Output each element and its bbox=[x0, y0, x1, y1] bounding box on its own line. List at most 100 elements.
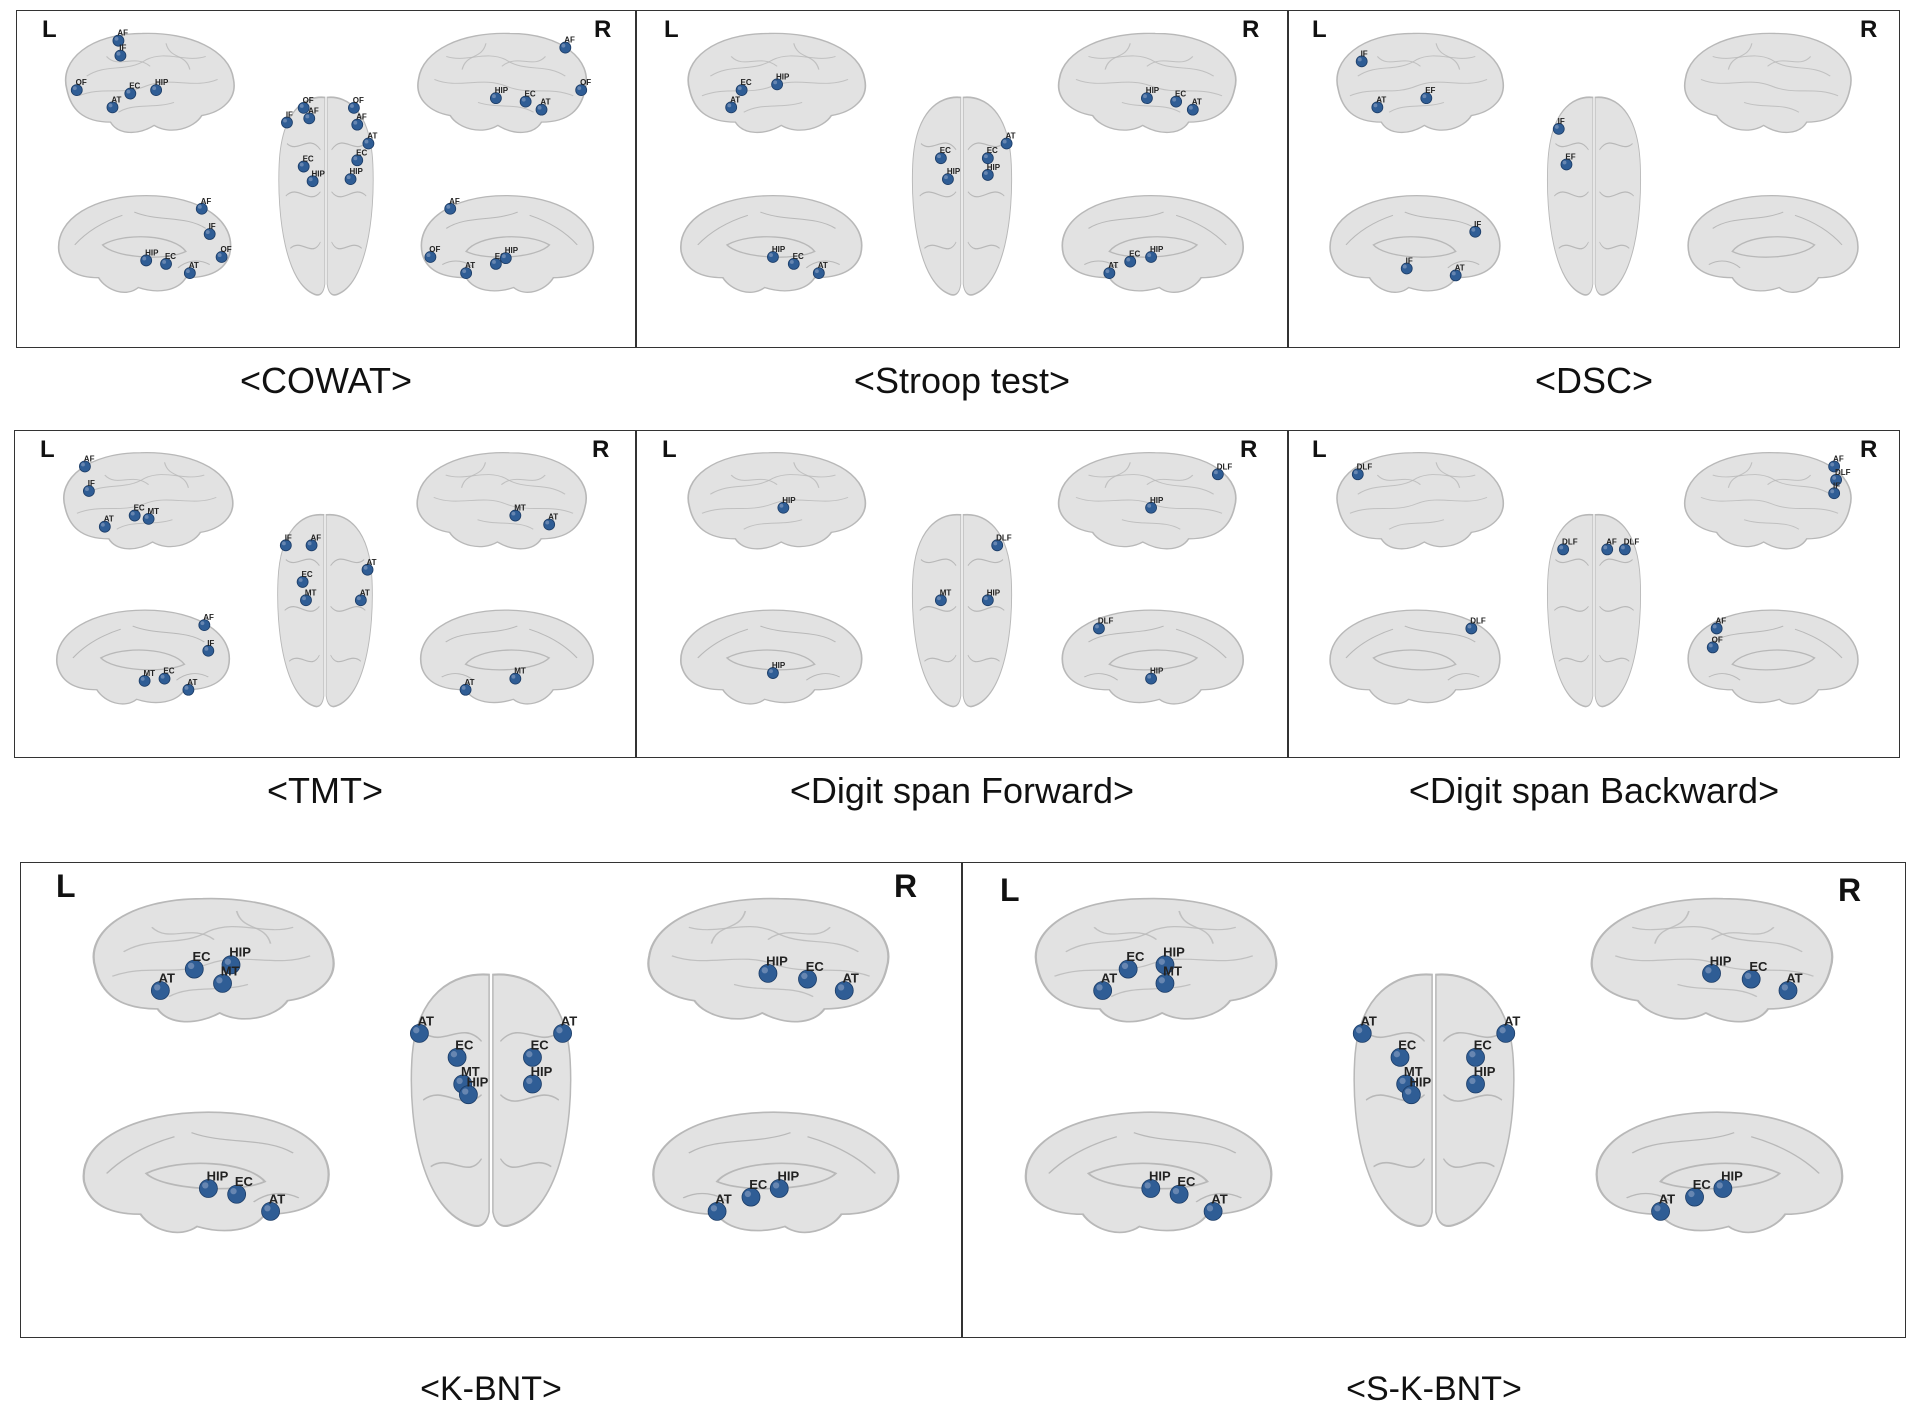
brain-node: AT bbox=[1651, 1191, 1675, 1221]
brain-node: OF bbox=[215, 245, 232, 263]
brain-node: AT bbox=[812, 261, 828, 279]
brain-views bbox=[680, 452, 1244, 708]
right-hemisphere-label: R bbox=[1860, 16, 1878, 43]
brain-outline bbox=[1057, 452, 1237, 550]
brain-outline bbox=[419, 609, 594, 705]
top-view bbox=[278, 96, 374, 296]
brain-node: AT bbox=[1103, 261, 1118, 279]
lateral-right-view bbox=[1590, 897, 1834, 1023]
brain-node: IF bbox=[202, 639, 214, 657]
node-label: AT bbox=[360, 588, 370, 597]
node-label: AT bbox=[540, 98, 550, 107]
node-label: AT bbox=[1005, 132, 1015, 141]
brain-node: MT bbox=[300, 588, 317, 607]
node-label: MT bbox=[1404, 1064, 1423, 1079]
node-label: EC bbox=[1474, 1037, 1493, 1052]
lateral-right-view bbox=[1683, 452, 1852, 550]
node-label: EC bbox=[192, 949, 211, 964]
brain-node: DLF bbox=[1557, 537, 1578, 556]
brain-node: IF bbox=[279, 533, 292, 552]
top-view bbox=[1353, 973, 1515, 1227]
brain-node: AT bbox=[98, 515, 114, 533]
node-label: EC bbox=[525, 90, 536, 99]
node-label: HIP bbox=[312, 169, 326, 178]
node-label: MT bbox=[514, 667, 526, 676]
node-label: AT bbox=[1786, 970, 1802, 985]
node-label: AT bbox=[1504, 1013, 1520, 1028]
brain-node: AT bbox=[1186, 98, 1202, 116]
brain-node: DLF bbox=[1211, 462, 1232, 481]
node-label: HIP bbox=[776, 72, 790, 81]
brain-outline bbox=[1687, 609, 1859, 705]
brain-node: EC bbox=[160, 252, 176, 270]
node-label: HIP bbox=[495, 86, 509, 95]
node-label: EC bbox=[302, 570, 313, 579]
brain-outline bbox=[1034, 897, 1278, 1023]
node-label: AT bbox=[842, 970, 858, 985]
node-label: OF bbox=[303, 96, 314, 105]
top-view bbox=[410, 973, 572, 1227]
node-label: EC bbox=[793, 252, 804, 261]
brain-node: EC bbox=[128, 504, 145, 522]
brain-node: EC bbox=[735, 78, 752, 97]
brain-node: HIP bbox=[777, 496, 796, 514]
caption-skbnt: <S-K-BNT> bbox=[1346, 1370, 1522, 1408]
brain-views bbox=[56, 452, 594, 708]
brain-node: OF bbox=[1706, 635, 1723, 654]
node-label: AF bbox=[310, 533, 321, 542]
node-label: AT bbox=[465, 261, 475, 270]
node-label: EC bbox=[741, 78, 752, 87]
node-label: HIP bbox=[1146, 86, 1160, 95]
right-hemisphere-label: R bbox=[1860, 436, 1878, 463]
node-label: AF bbox=[201, 197, 212, 206]
brain-node: HIP bbox=[758, 953, 788, 983]
brain-node: AF bbox=[1828, 455, 1844, 473]
node-label: EC bbox=[165, 252, 176, 261]
brain-node: HIP bbox=[344, 167, 363, 186]
node-label: AF bbox=[356, 113, 367, 122]
brain-node: DLF bbox=[1351, 462, 1372, 481]
node-label: EC bbox=[303, 155, 314, 164]
brain-node: MT bbox=[1155, 963, 1182, 993]
node-label: EC bbox=[1126, 949, 1145, 964]
node-label: AT bbox=[818, 261, 828, 270]
brain-node: HIP bbox=[1141, 86, 1160, 105]
brain-node: EC bbox=[351, 148, 367, 167]
node-label: MT bbox=[514, 504, 526, 513]
brain-node: AT bbox=[1496, 1013, 1520, 1043]
medial-right-view bbox=[1687, 194, 1859, 293]
brain-node: AT bbox=[1093, 970, 1117, 1000]
brain-views bbox=[680, 32, 1244, 296]
brain-node: EF bbox=[1420, 86, 1436, 105]
node-label: AT bbox=[1211, 1191, 1227, 1206]
node-label: HIP bbox=[145, 249, 159, 258]
brain-node: HIP bbox=[198, 1168, 229, 1198]
brain-node: MT bbox=[138, 669, 155, 687]
right-hemisphere-label: R bbox=[1242, 16, 1260, 43]
caption-cowat: <COWAT> bbox=[239, 360, 413, 401]
brain-node: HIP bbox=[767, 245, 786, 263]
brain-outline bbox=[687, 452, 867, 550]
brain-node: IF bbox=[1828, 481, 1840, 500]
node-label: EC bbox=[129, 82, 140, 91]
brain-node: EC bbox=[1170, 90, 1186, 108]
brain-node: AT bbox=[1371, 95, 1386, 114]
brain-node: DLF bbox=[1830, 468, 1851, 486]
node-label: HIP bbox=[1163, 945, 1185, 960]
brain-node: DLF bbox=[991, 533, 1012, 552]
brain-node: EC bbox=[1466, 1037, 1493, 1067]
medial-left-view bbox=[56, 609, 231, 705]
node-label: DLF bbox=[1624, 537, 1640, 546]
node-label: IF bbox=[209, 222, 216, 231]
brain-node: EC bbox=[798, 959, 824, 989]
left-hemisphere-label: L bbox=[1312, 16, 1327, 43]
node-label: AT bbox=[548, 513, 558, 522]
brain-node: EC bbox=[741, 1177, 768, 1207]
node-label: MT bbox=[1163, 963, 1182, 978]
node-label: EC bbox=[987, 146, 998, 155]
node-label: HIP bbox=[505, 246, 519, 255]
brain-node: OF bbox=[575, 78, 591, 97]
node-label: AT bbox=[730, 95, 740, 104]
brain-node: AT bbox=[459, 678, 475, 696]
brain-node: HIP bbox=[1145, 496, 1164, 514]
